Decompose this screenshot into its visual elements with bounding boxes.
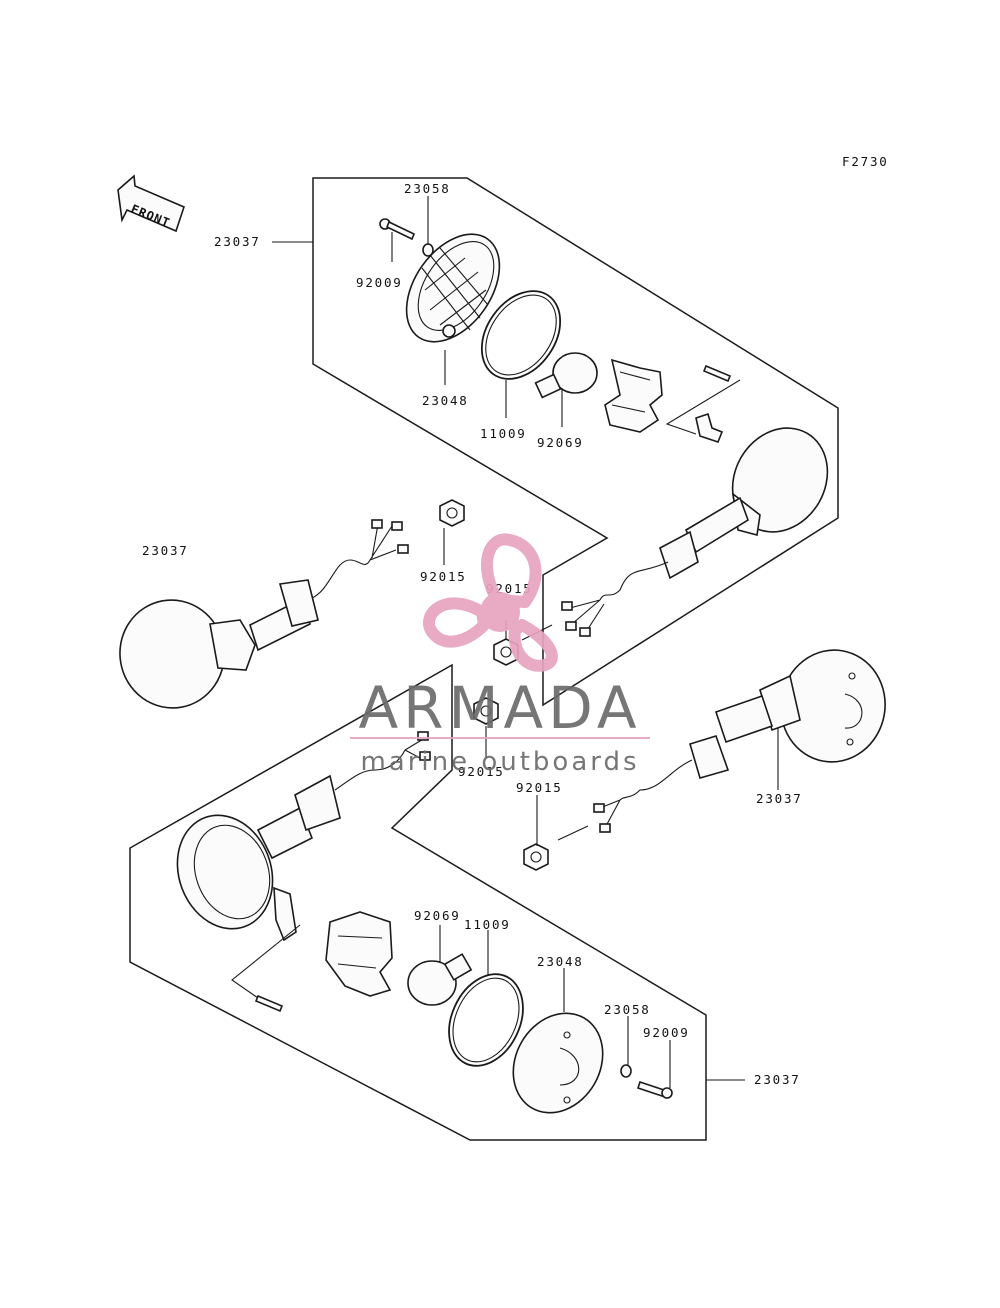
label-23058-lower: 23058	[604, 1002, 651, 1017]
watermark: ARMADA marine outboards	[350, 533, 650, 777]
propeller-blade-top	[481, 533, 542, 608]
screw-92009-lower	[636, 1080, 673, 1099]
label-92069-top: 92069	[537, 435, 584, 450]
turn-signal-housing-lower-left	[176, 731, 431, 930]
propeller-hub	[480, 592, 520, 632]
nut-92015-right	[523, 825, 589, 871]
bulb-92069-top	[534, 352, 598, 399]
screw-92009-top	[379, 218, 416, 241]
label-23048-top: 23048	[422, 393, 469, 408]
armada-propeller-logo-icon	[423, 533, 558, 672]
propeller-blade-left	[423, 597, 490, 648]
front-arrow-icon: FRONT	[117, 174, 185, 233]
label-11009-top: 11009	[480, 426, 527, 441]
label-92009-lower: 92009	[643, 1025, 690, 1040]
bulb-92069-lower	[407, 953, 473, 1006]
lens-23048-top	[405, 233, 501, 343]
lower-assembly-frame	[129, 663, 707, 1141]
label-11009-lower: 11009	[464, 917, 511, 932]
watermark-brand: ARMADA	[358, 674, 641, 742]
figure-code: F2730	[842, 154, 889, 169]
turn-signal-housing-top-right	[561, 427, 829, 637]
propeller-blade-right	[508, 619, 558, 672]
turn-signal-housing-left	[119, 519, 409, 709]
label-92015-left: 92015	[420, 569, 467, 584]
label-23037-left: 23037	[142, 543, 189, 558]
nut-92015-left	[439, 499, 465, 527]
gasket-11009-top	[480, 290, 562, 380]
clip-lower	[231, 886, 301, 1013]
nut-92015-lower	[473, 697, 499, 725]
label-23048-lower: 23048	[537, 954, 584, 969]
gasket-11009-lower	[448, 973, 524, 1067]
upper-assembly-frame	[312, 177, 839, 707]
socket-top	[604, 358, 663, 433]
bracket-23058-lower	[620, 1064, 632, 1078]
socket-lower	[325, 911, 393, 997]
label-23037-right: 23037	[756, 791, 803, 806]
watermark-tagline: marine outboards	[360, 747, 639, 777]
label-92069-lower: 92069	[414, 908, 461, 923]
lens-23048-lower	[512, 1012, 604, 1114]
label-92009-top: 92009	[356, 275, 403, 290]
label-23058-top: 23058	[404, 181, 451, 196]
label-92015-right: 92015	[516, 780, 563, 795]
screw-clip-top-right	[665, 364, 741, 443]
label-23037-top: 23037	[214, 234, 261, 249]
label-92015-lower: 92015	[458, 764, 505, 779]
turn-signal-housing-right	[593, 649, 886, 833]
label-23037-bottom: 23037	[754, 1072, 801, 1087]
